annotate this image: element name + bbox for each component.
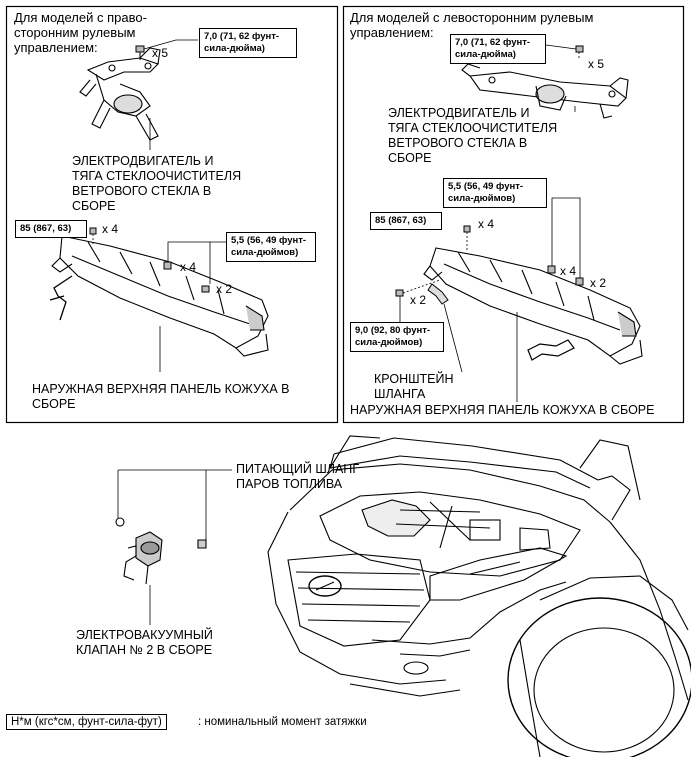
left-wiper-torque-spec: 7,0 (71, 62 фунт- сила-дюйма) [199, 28, 297, 58]
right-bracket-torque-90: 9,0 (92, 80 фунт- сила-дюймов) [350, 322, 444, 352]
fuel-vapor-hose-label: ПИТАЮЩИЙ ШЛАНГ ПАРОВ ТОПЛИВА [236, 462, 360, 491]
left-85-bolt-qty: x 4 [102, 222, 119, 236]
right-cowl-panel [423, 247, 643, 365]
left-cowl-torque-85: 85 (867, 63) [15, 220, 87, 238]
left-panel-frame [5, 5, 339, 424]
vsv-valve [115, 517, 207, 585]
right-85-bolt-qty: x 4 [478, 217, 495, 231]
vsv-valve-label: ЭЛЕКТРОВАКУУМНЫЙ КЛАПАН № 2 В СБОРЕ [76, 628, 213, 657]
right-wiper-label: ЭЛЕКТРОДВИГАТЕЛЬ И ТЯГА СТЕКЛООЧИСТИТЕЛЯ… [388, 106, 558, 165]
torque-unit-legend: Н*м (кгс*см, фунт-сила-фут) [6, 714, 167, 730]
right-bracket-label: КРОНШТЕЙН ШЛАНГА [374, 372, 454, 401]
right-cowl-torque-55: 5,5 (56, 49 фунт- сила-дюймов) [443, 178, 547, 208]
right-panel-frame [342, 5, 685, 424]
left-cowl-panel [49, 235, 269, 357]
vehicle-front-view [267, 435, 691, 757]
left-wiper-bolt-qty: x 5 [152, 46, 169, 60]
right-wiper-assembly [461, 63, 629, 119]
torque-legend-description: : номинальный момент затяжки [198, 716, 367, 728]
left-wiper-label: ЭЛЕКТРОДВИГАТЕЛЬ И ТЯГА СТЕКЛООЧИСТИТЕЛЯ… [72, 154, 242, 213]
right-55-bolt-qty-a: x 4 [560, 264, 577, 278]
right-wiper-bolt-qty: x 5 [588, 57, 605, 71]
right-cowl-torque-85: 85 (867, 63) [370, 212, 442, 230]
right-panel-header: Для моделей с левосторонним рулевым упра… [350, 10, 594, 40]
right-wiper-torque-spec: 7,0 (71, 62 фунт- сила-дюйма) [450, 34, 546, 64]
right-55-bolt-qty-b: x 2 [590, 276, 607, 290]
right-cowl-label: НАРУЖНАЯ ВЕРХНЯЯ ПАНЕЛЬ КОЖУХА В СБОРЕ [350, 403, 655, 417]
left-cowl-label: НАРУЖНАЯ ВЕРХНЯЯ ПАНЕЛЬ КОЖУХА В СБОРЕ [32, 382, 290, 411]
left-wiper-assembly [79, 47, 161, 141]
left-cowl-torque-55: 5,5 (56, 49 фунт- сила-дюймов) [226, 232, 316, 262]
left-wiper-bolt [135, 45, 145, 60]
left-panel-header: Для моделей с право- сторонним рулевым у… [14, 10, 147, 55]
right-90-bolt-qty: x 2 [410, 293, 427, 307]
left-55-bolt-qty-a: x 4 [180, 260, 197, 274]
left-55-bolt-qty-b: x 2 [216, 282, 233, 296]
